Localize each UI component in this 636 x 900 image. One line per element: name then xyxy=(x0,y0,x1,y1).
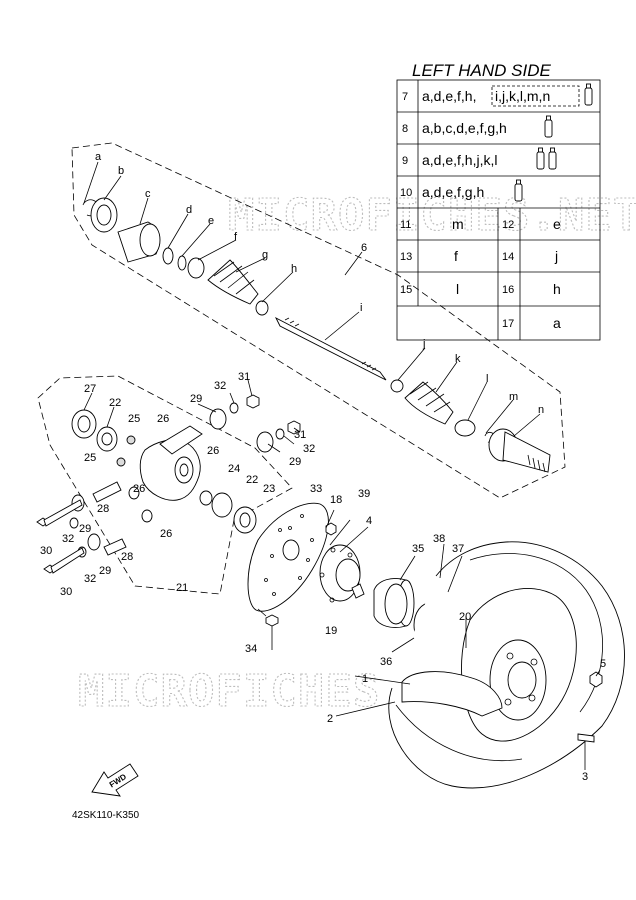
drive-shaft-assembly-outline xyxy=(71,142,566,499)
diagram-code: 42SK110-K350 xyxy=(72,810,140,821)
callout-c: c xyxy=(145,188,151,200)
callout-29-left: 29 xyxy=(79,523,91,535)
callout-32-lower: 32 xyxy=(84,573,96,585)
callout-22-lower: 22 xyxy=(246,474,258,486)
callout-29-top: 29 xyxy=(190,393,202,405)
grease-tube-icon xyxy=(536,147,545,170)
table-title: LEFT HAND SIDE xyxy=(412,61,552,80)
callout-28-lower: 28 xyxy=(121,551,133,563)
knuckle-assembly-outline xyxy=(37,375,293,595)
callout-25-left: 25 xyxy=(84,452,96,464)
callout-27: 27 xyxy=(84,383,96,395)
row-11-number: 11 xyxy=(400,219,411,231)
row-12-value: e xyxy=(553,216,561,232)
forward-arrow-icon: FWD xyxy=(91,763,139,797)
row-7-number: 7 xyxy=(402,91,408,103)
callout-38: 38 xyxy=(433,533,445,545)
grease-tube-icon xyxy=(548,147,557,170)
grease-tube-icon xyxy=(544,115,553,138)
grease-tube-icon xyxy=(584,83,593,106)
callout-26-mid: 26 xyxy=(133,483,145,495)
callout-18: 18 xyxy=(330,494,342,506)
row-7-text: a,d,e,f,h, xyxy=(422,88,476,104)
callout-37: 37 xyxy=(452,543,464,555)
row-13-value: f xyxy=(454,248,458,264)
callout-26-lower: 26 xyxy=(160,528,172,540)
callout-n: n xyxy=(538,404,544,416)
callout-m: m xyxy=(509,391,518,403)
callout-29-lower: 29 xyxy=(99,565,111,577)
row-13-number: 13 xyxy=(400,251,412,263)
callout-26-top: 26 xyxy=(157,413,169,425)
callout-25-top: 25 xyxy=(128,413,140,425)
callout-a: a xyxy=(95,151,102,163)
grease-tube-icon xyxy=(514,179,523,202)
callout-e: e xyxy=(208,215,214,227)
callout-f: f xyxy=(234,231,238,243)
row-10-text: a,d,e,f,g,h xyxy=(422,184,484,200)
drive-shaft-parts xyxy=(82,197,551,473)
callout-34: 34 xyxy=(245,643,257,655)
row-8-number: 8 xyxy=(402,123,408,135)
callout-h: h xyxy=(291,263,297,275)
callout-k: k xyxy=(455,353,461,365)
row-7-text-boxed: i,j,k,l,m,n xyxy=(495,88,550,104)
callout-g: g xyxy=(262,249,268,261)
disc-hub-wheel-parts xyxy=(247,502,625,789)
callout-19: 19 xyxy=(325,625,337,637)
callout-30-lower: 30 xyxy=(60,586,72,598)
callout-1: 1 xyxy=(362,673,368,685)
row-14-number: 14 xyxy=(502,251,514,263)
callout-6: 6 xyxy=(361,242,367,254)
callout-30-top: 30 xyxy=(40,545,52,557)
callout-5: 5 xyxy=(600,658,606,670)
row-17-number: 17 xyxy=(502,318,514,330)
row-17-value: a xyxy=(553,315,561,331)
callout-21: 21 xyxy=(176,582,188,594)
knuckle-hub-parts xyxy=(36,394,301,574)
callout-4: 4 xyxy=(366,515,372,527)
callout-l: l xyxy=(486,373,488,385)
row-16-number: 16 xyxy=(502,284,514,296)
callout-32-right: 32 xyxy=(303,443,315,455)
callout-b: b xyxy=(118,165,124,177)
callout-i: i xyxy=(360,302,362,314)
row-9-number: 9 xyxy=(402,155,408,167)
number-callouts: 1 2 3 4 5 6 18 19 20 21 22 22 23 24 25 2… xyxy=(40,242,606,783)
callout-j: j xyxy=(422,338,425,350)
callout-d: d xyxy=(186,204,192,216)
callout-32-left: 32 xyxy=(62,533,74,545)
callout-22-top: 22 xyxy=(109,397,121,409)
kit-legend-table: LEFT HAND SIDE 7 a,d,e,f,h, i,j,k,l,m,n … xyxy=(396,61,601,341)
callout-35: 35 xyxy=(412,543,424,555)
row-15-number: 15 xyxy=(400,284,412,296)
row-15-value: l xyxy=(456,281,459,297)
row-14-value: j xyxy=(554,248,558,264)
callout-28-top: 28 xyxy=(97,503,109,515)
callout-23: 23 xyxy=(263,483,275,495)
callout-24: 24 xyxy=(228,463,240,475)
callout-32-top: 32 xyxy=(214,380,226,392)
watermark-top: MICROFICHES.NET xyxy=(228,190,636,241)
callout-33: 33 xyxy=(310,483,322,495)
callout-39: 39 xyxy=(358,488,370,500)
letter-callouts: a b c d e f g h i j k l m n xyxy=(95,151,544,416)
callout-31-right: 31 xyxy=(294,429,306,441)
callout-36: 36 xyxy=(380,656,392,668)
callout-29-right: 29 xyxy=(289,456,301,468)
callout-3: 3 xyxy=(582,771,588,783)
row-9-text: a,d,e,f,h,j,k,l xyxy=(422,152,497,168)
row-8-text: a,b,c,d,e,f,g,h xyxy=(422,120,507,136)
row-10-number: 10 xyxy=(400,187,412,199)
callout-26-right: 26 xyxy=(207,445,219,457)
row-12-number: 12 xyxy=(502,219,514,231)
callout-31-top: 31 xyxy=(238,371,250,383)
callout-2: 2 xyxy=(327,713,333,725)
row-16-value: h xyxy=(553,281,561,297)
callout-20: 20 xyxy=(459,611,471,623)
leader-lines xyxy=(83,161,601,770)
row-11-value: m xyxy=(452,216,464,232)
